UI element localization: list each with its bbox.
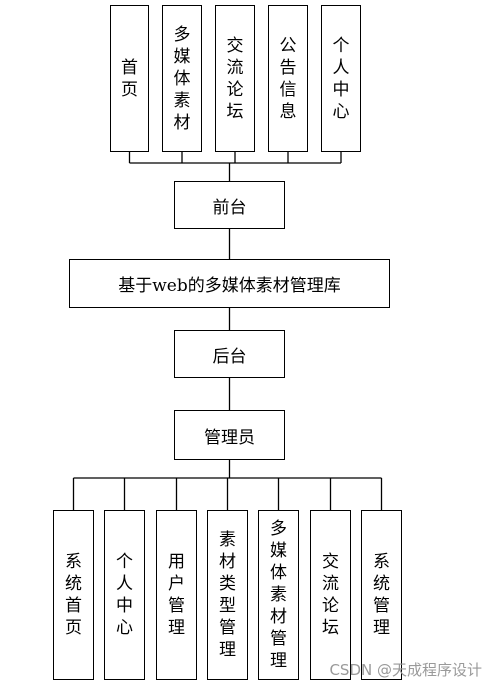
admin-module-system-management: 系统管理 <box>361 510 402 680</box>
admin-node-label: 管理员 <box>204 427 255 448</box>
module-label: 个人中心 <box>332 35 350 122</box>
module-label: 系统管理 <box>373 552 390 638</box>
module-label: 首页 <box>121 57 138 100</box>
module-label: 多媒体素材管理 <box>270 519 287 671</box>
admin-module-material-type-management: 素材类型管理 <box>207 510 248 680</box>
frontend-module-notice: 公告信息 <box>268 5 308 152</box>
admin-node: 管理员 <box>174 410 285 460</box>
watermark: CSDN @天成程序设计 <box>329 661 482 679</box>
module-label: 系统首页 <box>65 552 82 638</box>
admin-module-forum: 交流论坛 <box>310 510 351 680</box>
frontend-module-forum: 交流论坛 <box>215 5 255 152</box>
system-node: 基于web的多媒体素材管理库 <box>69 259 390 308</box>
module-label: 用户管理 <box>168 552 185 638</box>
module-label: 多媒体素材 <box>173 24 191 133</box>
module-label: 公告信息 <box>279 35 297 122</box>
module-label: 交流论坛 <box>322 552 339 638</box>
backend-node: 后台 <box>174 330 285 378</box>
admin-module-multimedia-management: 多媒体素材管理 <box>258 510 299 680</box>
module-label: 个人中心 <box>116 552 133 638</box>
frontend-node: 前台 <box>174 181 285 229</box>
system-node-label: 基于web的多媒体素材管理库 <box>118 276 341 296</box>
frontend-module-home: 首页 <box>110 5 149 152</box>
frontend-module-multimedia: 多媒体素材 <box>162 5 202 152</box>
admin-module-personal-center: 个人中心 <box>104 510 145 680</box>
module-label: 交流论坛 <box>226 35 244 122</box>
frontend-node-label: 前台 <box>212 197 247 218</box>
admin-module-system-home: 系统首页 <box>53 510 94 680</box>
backend-node-label: 后台 <box>212 346 247 367</box>
admin-module-user-management: 用户管理 <box>156 510 197 680</box>
module-label: 素材类型管理 <box>219 530 236 660</box>
frontend-module-personal-center: 个人中心 <box>321 5 361 152</box>
